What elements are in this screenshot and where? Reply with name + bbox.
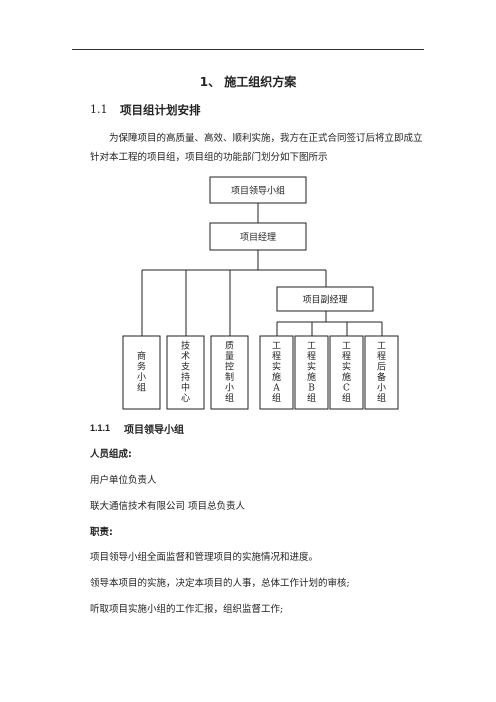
duty-1: 项目领导小组全面监督和管理项目的实施情况和进度。 bbox=[90, 552, 319, 563]
box-leadership bbox=[209, 176, 307, 204]
header-rule bbox=[72, 49, 424, 50]
member-2: 联大通信技术有限公司 项目总负责人 bbox=[90, 501, 246, 512]
group-box-3 bbox=[210, 335, 249, 410]
duties-label: 职责: bbox=[90, 527, 113, 538]
duty-2: 领导本项目的实施，决定本项目的人事，总体工作计划的审核; bbox=[90, 578, 350, 589]
group-label-2: 技术支持中心 bbox=[181, 339, 190, 404]
group-label-7: 工程后备小组 bbox=[377, 341, 386, 404]
box-deputy-label: 项目副经理 bbox=[302, 294, 347, 306]
intro-line-2: 针对本工程的项目组，项目组的功能部门划分如下图所示 bbox=[90, 152, 328, 163]
group-box-1 bbox=[122, 335, 161, 410]
box-manager bbox=[209, 222, 307, 251]
group-box-7 bbox=[364, 335, 399, 410]
section-number: 1.1 bbox=[90, 103, 108, 116]
group-box-2 bbox=[166, 335, 205, 410]
box-deputy bbox=[276, 286, 374, 312]
group-box-5 bbox=[294, 335, 329, 410]
box-leadership-label: 项目领导小组 bbox=[231, 185, 285, 197]
section-title: 项目组计划安排 bbox=[120, 103, 201, 117]
box-manager-label: 项目经理 bbox=[240, 231, 276, 243]
members-label: 人员组成: bbox=[90, 449, 132, 460]
group-label-1: 商务小组 bbox=[137, 350, 146, 394]
subsection-title: 项目领导小组 bbox=[124, 425, 184, 436]
duty-3: 听取项目实施小组的工作汇报，组织监督工作; bbox=[90, 604, 284, 615]
group-box-4 bbox=[259, 335, 294, 410]
chapter-heading: 1、 施工组织方案 bbox=[199, 75, 297, 89]
group-box-6 bbox=[329, 335, 364, 410]
group-label-3: 质量控制小组 bbox=[225, 339, 234, 404]
subsection-number: 1.1.1 bbox=[90, 423, 111, 433]
member-1: 用户单位负责人 bbox=[90, 475, 157, 486]
intro-paragraph: 为保障项目的高质量、高效、顺利实施，我方在正式合同签订后将立即成立针对本工程的项… bbox=[90, 129, 430, 167]
intro-line-1: 为保障项目的高质量、高效、顺利实施，我方在正式合同签订后将立即成立 bbox=[109, 133, 423, 144]
